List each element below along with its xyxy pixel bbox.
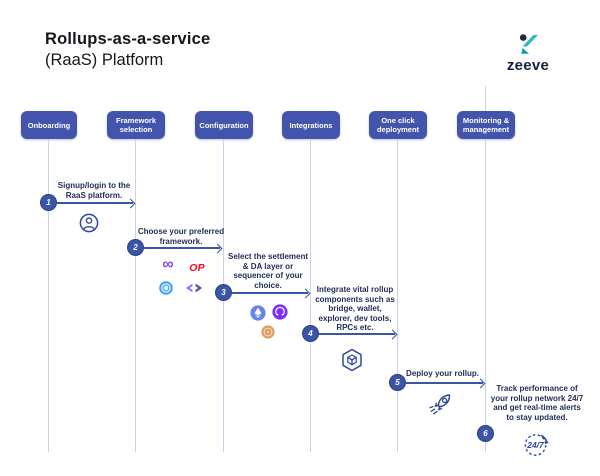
step-5-arrow (406, 382, 483, 384)
zeeve-logo-icon (519, 34, 538, 54)
step-5-description: Deploy your rollup. (406, 369, 479, 378)
timeline-line-integrations (310, 139, 312, 452)
timeline-line-monitoring (485, 139, 487, 452)
timeline-line-onboarding (48, 139, 50, 452)
step-4-arrow (319, 333, 395, 335)
timeline-line-framework (135, 139, 137, 452)
step-3-arrow (232, 292, 308, 294)
timeline-line-deployment (397, 139, 399, 452)
timeline-line-monitoring-top (485, 86, 487, 111)
step-1-arrow (57, 202, 133, 204)
step-6-description: Track performance of your rollup network… (490, 384, 584, 422)
arbitrum-token-icon (159, 281, 173, 295)
step-1-description: Signup/login to the RaaS platform. (57, 181, 131, 200)
step-2-marker: 2 (127, 239, 144, 256)
orange-token-icon (261, 325, 275, 339)
column-box-onboarding: Onboarding (21, 111, 77, 139)
rocket-icon (429, 394, 451, 415)
step-3-description: Select the settlement & DA layer or sequ… (227, 252, 309, 290)
column-box-configuration: Configuration (195, 111, 253, 139)
optimism-icon: OP (189, 262, 205, 274)
zeeve-wordmark: zeeve (506, 57, 550, 74)
badge-24-7-label: 24/7 (526, 440, 545, 450)
step-4-marker: 4 (302, 325, 319, 342)
title-line-2: (RaaS) Platform (45, 50, 164, 69)
user-icon (79, 213, 99, 233)
polygon-icon: ∞ (162, 256, 174, 273)
step-2-arrow (144, 247, 220, 249)
celestia-icon (272, 304, 288, 320)
page-title: Rollups-as-a-service (RaaS) Platform (45, 29, 210, 70)
ethereum-icon (250, 305, 266, 321)
zksync-icon (186, 283, 202, 293)
step-4-description: Integrate vital rollup components such a… (315, 285, 395, 333)
zeeve-logo: zeeve (498, 33, 558, 74)
module-cube-icon (342, 348, 362, 372)
step-6-marker: 6 (477, 425, 494, 442)
column-box-integrations: Integrations (282, 111, 340, 139)
badge-24-7-icon: 24/7 (524, 434, 549, 456)
column-box-monitoring-management: Monitoring & management (457, 111, 515, 139)
step-2-description: Choose your preferred framework. (137, 227, 225, 246)
column-box-one-click-deployment: One click deployment (369, 111, 427, 139)
column-box-framework-selection: Framework selection (107, 111, 165, 139)
title-line-1: Rollups-as-a-service (45, 30, 211, 48)
